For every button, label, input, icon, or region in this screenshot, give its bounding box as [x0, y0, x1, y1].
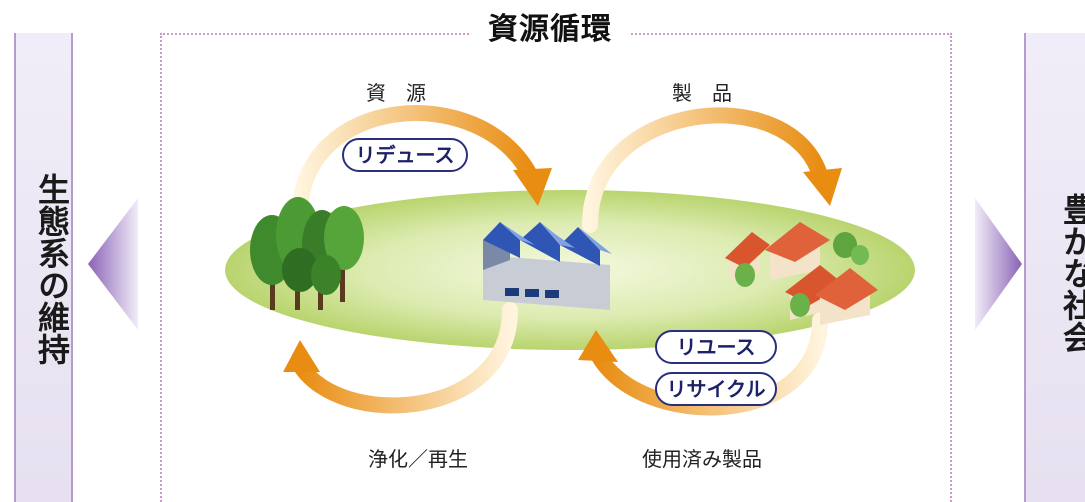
affluent-society-label: 豊かな社会: [1058, 193, 1085, 353]
affluent-society-panel: 豊かな社会: [1024, 33, 1085, 502]
forest-icon: [250, 197, 364, 310]
right-arrow-icon: [975, 198, 1022, 330]
label-resource: 資 源: [366, 81, 426, 105]
diagram-title: 資源循環: [470, 10, 630, 50]
arrow-product: [582, 107, 828, 233]
label-product: 製 品: [672, 81, 732, 105]
arrow-resource: [292, 105, 538, 223]
label-purification: 浄化／再生: [368, 447, 468, 471]
ecosystem-panel: 生態系の維持: [14, 33, 73, 502]
label-used-products: 使用済み製品: [642, 447, 762, 471]
badge-reduce: リデュース: [342, 138, 468, 172]
badge-recycle: リサイクル: [655, 372, 777, 406]
left-arrow-icon: [88, 198, 138, 330]
ecosystem-label: 生態系の維持: [33, 173, 71, 365]
badge-reuse: リユース: [655, 330, 777, 364]
arrow-used-products: [590, 312, 828, 416]
arrow-purification: [292, 302, 518, 414]
resource-cycle-frame: [160, 33, 952, 502]
factory-icon: [483, 222, 612, 310]
houses-icon: [725, 222, 878, 325]
